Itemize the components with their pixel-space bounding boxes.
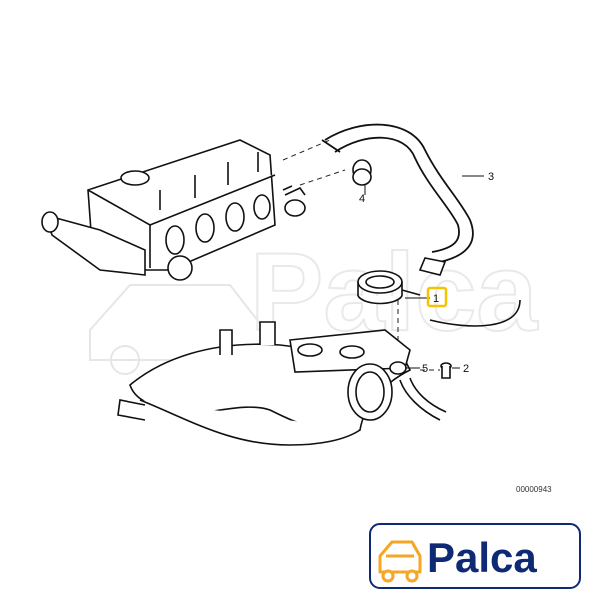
- lower-hose: [399, 299, 521, 421]
- car-icon: [378, 540, 422, 583]
- watermark: Palca: [89, 230, 539, 375]
- callout-1-highlight: [426, 286, 448, 308]
- drawing-code: 00000943: [516, 485, 552, 494]
- hose-clip: [352, 159, 372, 186]
- callout-3: 3: [488, 171, 494, 183]
- leader-lines: [364, 175, 484, 369]
- hose-end: [418, 257, 447, 276]
- assembly-lines: [282, 139, 440, 371]
- gasket-ring: [357, 270, 421, 305]
- head-fitting: [282, 185, 306, 217]
- callout-1: 1: [433, 293, 439, 305]
- cylinder-head: [87, 139, 276, 271]
- intake-manifold: [117, 321, 412, 446]
- callout-5: 5: [422, 363, 428, 375]
- breather-hose: [321, 123, 474, 263]
- bolt-part-2: [440, 362, 452, 379]
- brand-logo: Palca: [369, 523, 581, 589]
- callout-2: 2: [463, 363, 469, 375]
- fitting-part-5: [389, 361, 407, 375]
- svg-text:Palca: Palca: [250, 231, 538, 354]
- coolant-outlet: [41, 211, 193, 281]
- logo-text: Palca: [427, 534, 537, 581]
- callout-4: 4: [359, 193, 365, 205]
- logo-frame: [369, 523, 581, 589]
